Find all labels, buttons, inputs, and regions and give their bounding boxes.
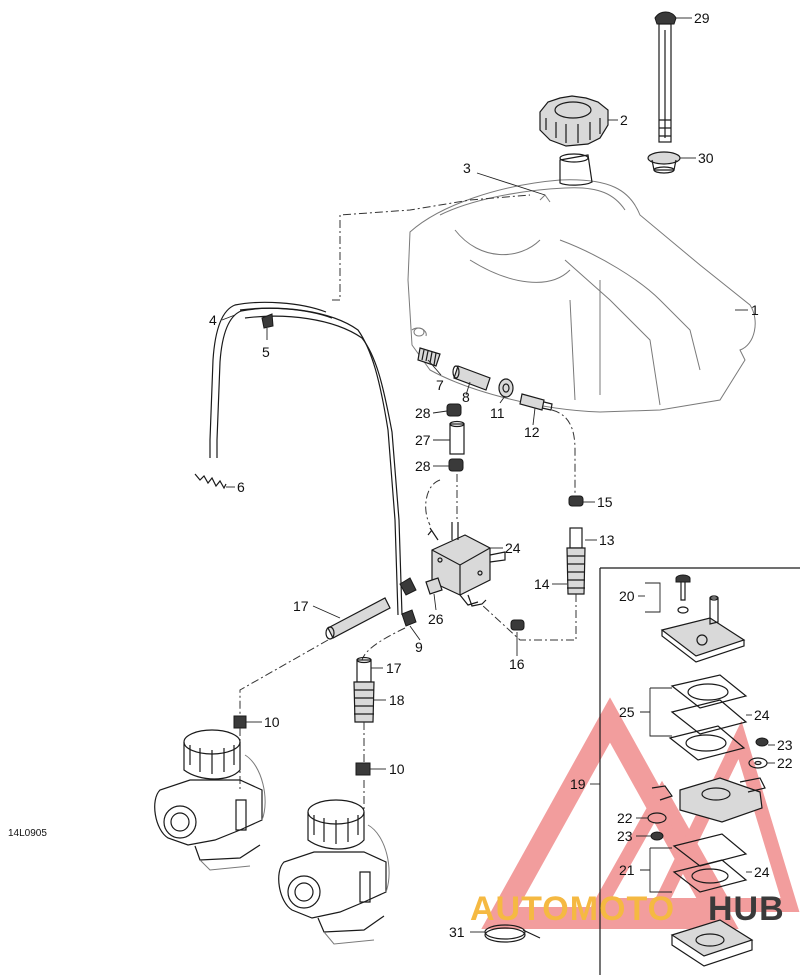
callout-21: 21 [619,862,635,878]
callout-12: 12 [524,424,540,440]
callout-27: 27 [415,432,431,448]
valve-23-upper [755,737,769,747]
callout-17-upper: 17 [293,598,309,614]
clamp-16 [510,619,525,631]
callout-14: 14 [534,576,550,592]
callout-17-lower: 17 [386,660,402,676]
watermark-text-left: AUTOMOTO [470,890,675,928]
outlet-hose [452,365,491,391]
pump-cover-top [660,595,746,663]
fuel-cap [539,95,609,147]
callout-24-lower: 24 [754,864,770,880]
pump-exploded-frame [599,567,800,975]
watermark-triangle-right [648,720,800,912]
pump-body [651,777,766,823]
clamp-15 [568,495,584,507]
callout-20: 20 [619,588,635,604]
callout-28-lower: 28 [415,458,431,474]
callout-22-upper: 22 [777,755,793,771]
callout-15: 15 [597,494,613,510]
spring [194,473,227,490]
outlet-filter [417,347,441,367]
callout-18: 18 [389,692,405,708]
fuel-line-17-lower [356,656,372,683]
vent-line-dash [332,194,531,301]
callout-6: 6 [237,479,245,495]
callout-29: 29 [694,10,710,26]
automotohub-watermark [481,697,800,929]
callout-25: 25 [619,704,635,720]
gasket-lower [672,833,748,867]
callout-labels: 29 2 30 3 1 4 5 7 8 11 12 28 27 28 6 15 … [209,10,793,940]
callout-19: 19 [570,776,586,792]
callout-7: 7 [436,377,444,393]
clamp-9 [401,609,417,627]
callout-10-left: 10 [264,714,280,730]
leader-lines [221,17,775,933]
callout-9: 9 [415,639,423,655]
diaphragm-lower [672,859,748,893]
callout-30: 30 [698,150,714,166]
line-to-carb-left [239,627,406,715]
clamp-10-right [355,762,371,776]
callout-24-pump: 24 [505,540,521,556]
callout-11: 11 [490,405,505,421]
line-to-filter [551,409,576,495]
fuel-filter-hose [566,527,586,595]
valve-23-lower [650,831,664,841]
pump-screw [675,574,691,601]
fuel-tank [407,153,756,413]
drawing-code: 14L0905 [8,828,47,839]
callout-13: 13 [599,532,615,548]
diaphragm-top [670,699,748,735]
fuel-valve-fitting [519,393,553,411]
callout-24-upper: 24 [754,707,770,723]
callout-26: 26 [428,611,444,627]
clamp-upper [446,403,462,417]
watermark-text-right: HUB [708,890,785,928]
grommet [498,378,514,398]
clamp-lower [448,458,464,472]
fuel-line-18 [353,681,375,723]
callout-8: 8 [462,389,470,405]
clamp-upper-left [399,577,417,596]
gasket-mid [668,725,746,761]
vent-check-valve [261,313,274,329]
callout-10-right: 10 [389,761,405,777]
callout-31: 31 [449,924,465,940]
callout-23-lower: 23 [617,828,633,844]
callout-2: 2 [620,112,628,128]
pump-outlet-elbow [467,594,487,607]
fuel-gauge-rod [654,11,677,143]
pulse-line-dash [425,474,458,526]
callout-1: 1 [751,302,759,318]
gasket-top [670,674,748,709]
callout-23-upper: 23 [777,737,793,753]
automotohub-watermark-text: AUTOMOTO HUB [470,890,785,928]
pump-cover-bottom [670,919,754,967]
pulse-hose [449,420,465,455]
pump-washer [677,606,689,614]
vent-hose [209,301,403,616]
carburetor-right [278,799,390,945]
fuel-line-17-upper [325,597,391,640]
callout-28-upper: 28 [415,405,431,421]
tee-fitting [425,577,443,595]
callout-3: 3 [463,160,471,176]
callout-5: 5 [262,344,270,360]
watermark-triangle-outer [481,697,739,929]
callout-16: 16 [509,656,525,672]
clamp-10-left [233,715,247,729]
callout-22-lower: 22 [617,810,633,826]
return-line-dash [481,594,577,641]
fuel-pump [427,522,506,606]
carburetor-left [154,729,266,871]
gauge-grommet [647,151,681,174]
callout-4: 4 [209,312,217,328]
